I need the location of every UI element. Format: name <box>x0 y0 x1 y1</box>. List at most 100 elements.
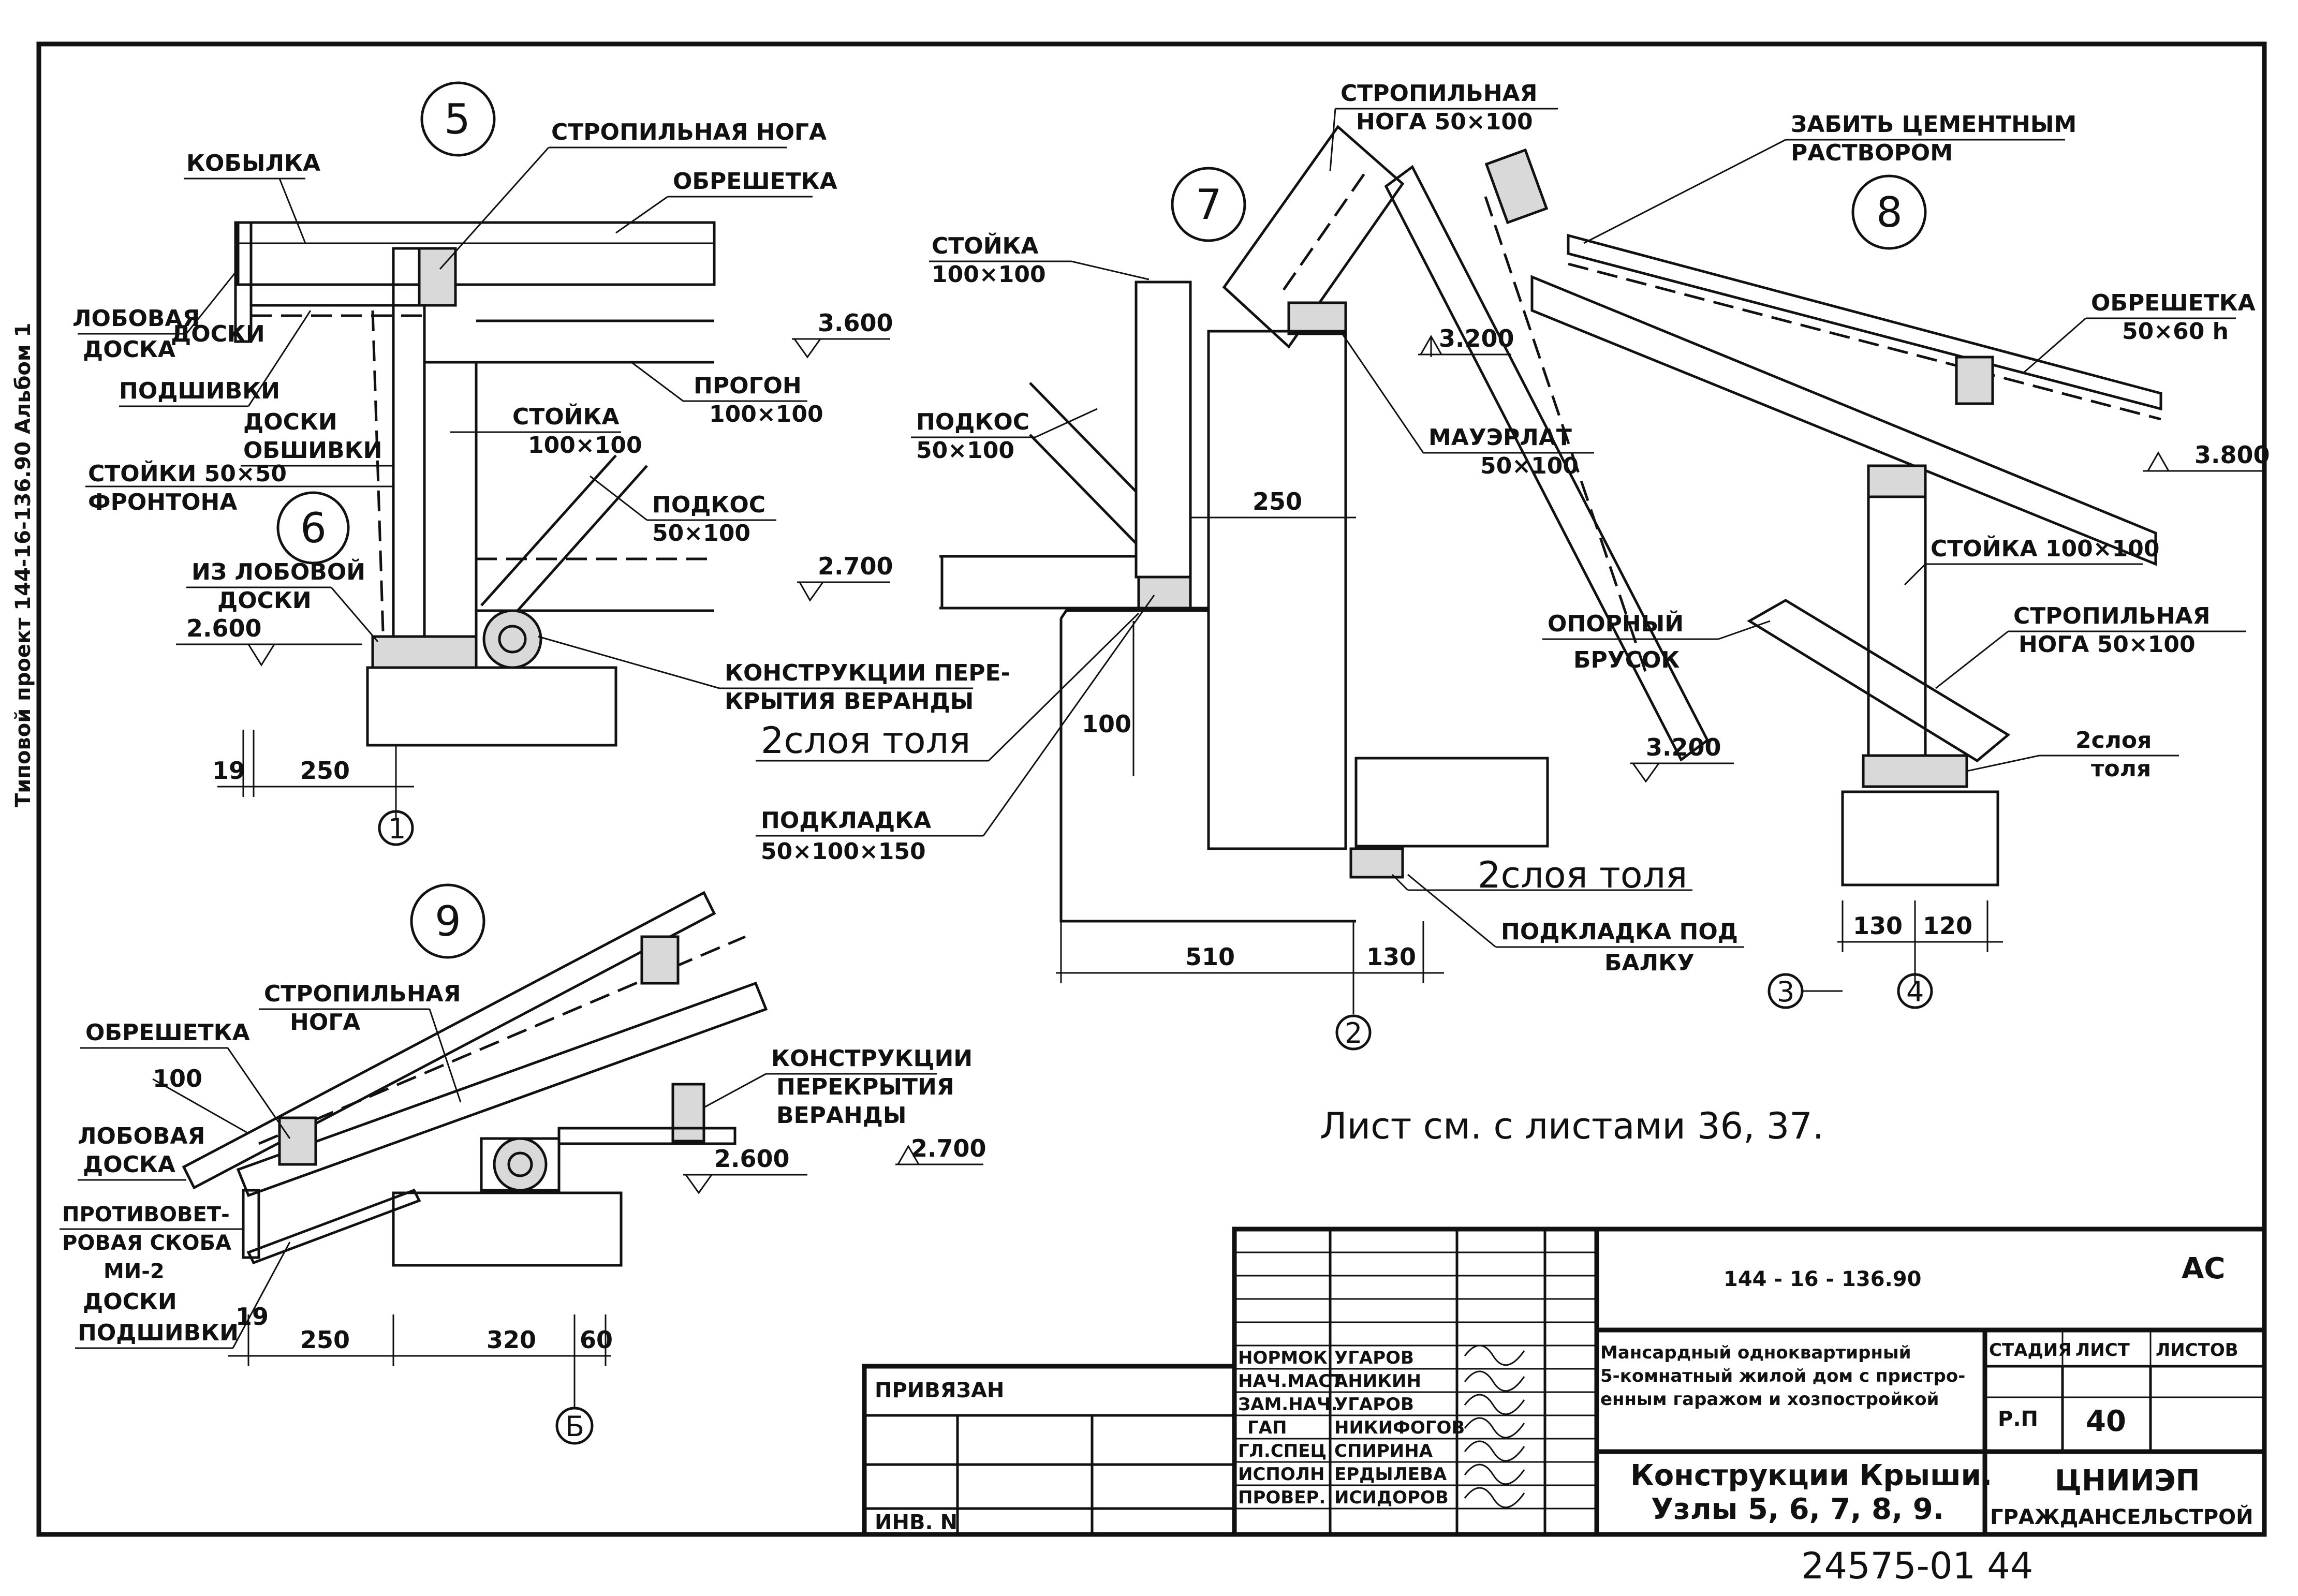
label-cladding-5b: ОБШИВКИ <box>243 437 382 464</box>
bottom-code: 24575-01 44 <box>1801 1545 2033 1587</box>
tb-mark: АС <box>2182 1252 2225 1285</box>
label-pad-7b: 50×100×150 <box>761 838 926 865</box>
label-support-a: ОПОРНЫЙ <box>1548 610 1684 637</box>
beam-pad-section-7 <box>1349 847 1404 879</box>
node-6-number: 6 <box>300 504 327 552</box>
label-post-7a: СТОЙКА <box>932 232 1039 259</box>
node-7: 7 СТРОПИЛЬНАЯ НОГА 50×100 СТОЙКА 100×100… <box>756 80 1744 1051</box>
label-purlin-b: 100×100 <box>709 401 823 427</box>
label-soffit-5b: ПОДШИВКИ <box>119 378 280 404</box>
level-2600-n9: 2.600 <box>714 1145 790 1173</box>
sheet-frame <box>36 41 2267 1537</box>
tb-sheets-h: ЛИСТОВ <box>2156 1340 2238 1361</box>
label-post-5a: СТОЙКА <box>512 403 620 430</box>
label-purlin-a: ПРОГОН <box>694 373 802 399</box>
label-gable-post-a: СТОЙКИ 50×50 <box>88 460 287 487</box>
node-6: 6 ИЗ ЛОБОВОЙ ДОСКИ <box>186 491 379 642</box>
tb-role-2: НАЧ.МАСТ <box>1238 1371 1344 1392</box>
lathing-section-9b <box>278 1116 317 1166</box>
label-fascia-5b: ДОСКА <box>83 336 175 363</box>
label-mortar-a: ЗАБИТЬ ЦЕМЕНТНЫМ <box>1791 111 2076 138</box>
label-rafter-7b: НОГА 50×100 <box>1356 109 1533 135</box>
label-soffit-5a: ДОСКИ <box>171 321 265 347</box>
level-2700-n9: 2.700 <box>911 1134 986 1162</box>
label-kobylka: КОБЫЛКА <box>186 150 320 176</box>
node-8-number: 8 <box>1876 188 1903 237</box>
tb-drawing-1: Конструкции Крыши. <box>1630 1459 1992 1492</box>
side-text: Типовой проект 144-16-136.90 Альбом 1 <box>11 323 35 807</box>
axis-1: 1 <box>388 812 406 845</box>
purlin-section-5 <box>482 609 542 669</box>
axis-b: Б <box>565 1410 584 1443</box>
tb-name-3: УГАРОВ <box>1334 1394 1414 1415</box>
axis-2: 2 <box>1345 1017 1362 1050</box>
label-brace-7b: 50×100 <box>916 437 1014 464</box>
label-soffit-9a: ДОСКИ <box>83 1289 177 1315</box>
tb-name-4: НИКИФОГОВ <box>1334 1417 1465 1438</box>
tb-role-4: ГАП <box>1247 1417 1287 1438</box>
tb-name-5: СПИРИНА <box>1334 1441 1433 1461</box>
node-8: 8 ЗАБИТЬ ЦЕМЕНТНЫМ РАСТВОРОМ ОБРЕШЕТКА 5… <box>1384 111 2270 1009</box>
post-cap-8 <box>1867 464 1927 498</box>
label-veranda-9a: КОНСТРУКЦИИ <box>771 1045 973 1072</box>
mauerlat-section-7 <box>1287 301 1347 335</box>
label-veranda-9b: ПЕРЕКРЫТИЯ <box>776 1074 954 1100</box>
axis-3: 3 <box>1777 976 1794 1008</box>
tb-name-7: ИСИДОРОВ <box>1334 1487 1449 1508</box>
label-pad-7a: ПОДКЛАДКА <box>761 807 931 834</box>
label-rafter-9b: НОГА <box>290 1009 360 1036</box>
purlin-section-9 <box>493 1137 548 1192</box>
label-lathing-5: ОБРЕШЕТКА <box>673 168 837 195</box>
pad-section-7 <box>1137 575 1192 610</box>
tb-bound: ПРИВЯЗАН <box>875 1379 1004 1402</box>
label-fascia-9a: ЛОБОВАЯ <box>78 1123 205 1149</box>
label-beam-pad-b: БАЛКУ <box>1604 950 1695 976</box>
tb-sheet-no: 40 <box>2086 1405 2126 1438</box>
dim-130-n7: 130 <box>1366 943 1416 971</box>
node-5: 5 КОБЫЛКА СТРОПИЛЬНАЯ НОГА ОБРЕШЕТКА ЛОБ… <box>72 81 1010 846</box>
label-rafter-8a: СТРОПИЛЬНАЯ <box>2013 603 2210 629</box>
tb-inv: ИНВ. N <box>875 1511 958 1534</box>
label-clip-9c: МИ-2 <box>104 1260 165 1283</box>
tb-name-2: АНИКИН <box>1334 1371 1421 1392</box>
node-7-number: 7 <box>1196 181 1222 229</box>
dim-100-n9: 100 <box>153 1065 202 1092</box>
label-rafter-8b: НОГА 50×100 <box>2019 631 2196 658</box>
label-lathing-8b: 50×60 h <box>2122 318 2229 345</box>
tb-code: 144 - 16 - 136.90 <box>1724 1267 1921 1291</box>
label-post-8: СТОЙКА 100×100 <box>1931 535 2159 562</box>
label-tar-8a: 2слоя <box>2075 727 2152 753</box>
label-rafter-7a: СТРОПИЛЬНАЯ <box>1340 80 1537 107</box>
tb-stage: Р.П <box>1998 1407 2038 1431</box>
axis-4: 4 <box>1906 976 1924 1008</box>
label-from-fascia-a: ИЗ ЛОБОВОЙ <box>192 558 365 585</box>
level-3200-n8: 3.200 <box>1646 733 1721 761</box>
rafter-section-8 <box>1484 148 1549 225</box>
label-support-b: БРУСОК <box>1573 647 1680 673</box>
label-mortar-b: РАСТВОРОМ <box>1791 140 1953 166</box>
tb-sheet-h: ЛИСТ <box>2075 1340 2130 1361</box>
tb-project-1: Мансардный одноквартирный <box>1600 1342 1911 1363</box>
label-fascia-9b: ДОСКА <box>83 1151 175 1178</box>
dim-130-n8: 130 <box>1853 912 1903 940</box>
tb-name-1: УГАРОВ <box>1334 1348 1414 1368</box>
tb-role-5: ГЛ.СПЕЦ <box>1238 1441 1327 1461</box>
lathing-section-9a <box>640 935 680 985</box>
level-2700: 2.700 <box>818 552 893 580</box>
label-rafter-5: СТРОПИЛЬНАЯ НОГА <box>551 119 827 145</box>
label-clip-9a: ПРОТИВОВЕТ- <box>62 1203 230 1226</box>
label-soffit-9b: ПОДШИВКИ <box>78 1320 239 1346</box>
label-veranda-5b: КРЫТИЯ ВЕРАНДЫ <box>725 688 974 715</box>
sheet-note: Лист см. с листами 36, 37. <box>1320 1105 1824 1147</box>
label-cladding-5a: ДОСКИ <box>243 409 337 435</box>
dim-320-n9: 320 <box>487 1326 536 1354</box>
node-9-number: 9 <box>435 897 461 945</box>
dim-250-n9: 250 <box>300 1326 350 1354</box>
label-fascia-5a: ЛОБОВАЯ <box>72 305 200 332</box>
dim-19-n5: 19 <box>212 757 245 785</box>
tb-stage-h: СТАДИЯ <box>1989 1340 2071 1361</box>
tb-project-3: енным гаражом и хозпостройкой <box>1600 1389 1939 1410</box>
tb-role-3: ЗАМ.НАЧ. <box>1238 1394 1337 1415</box>
label-from-fascia-b: ДОСКИ <box>217 587 312 614</box>
label-beam-pad-a: ПОДКЛАДКА ПОД <box>1501 919 1738 945</box>
